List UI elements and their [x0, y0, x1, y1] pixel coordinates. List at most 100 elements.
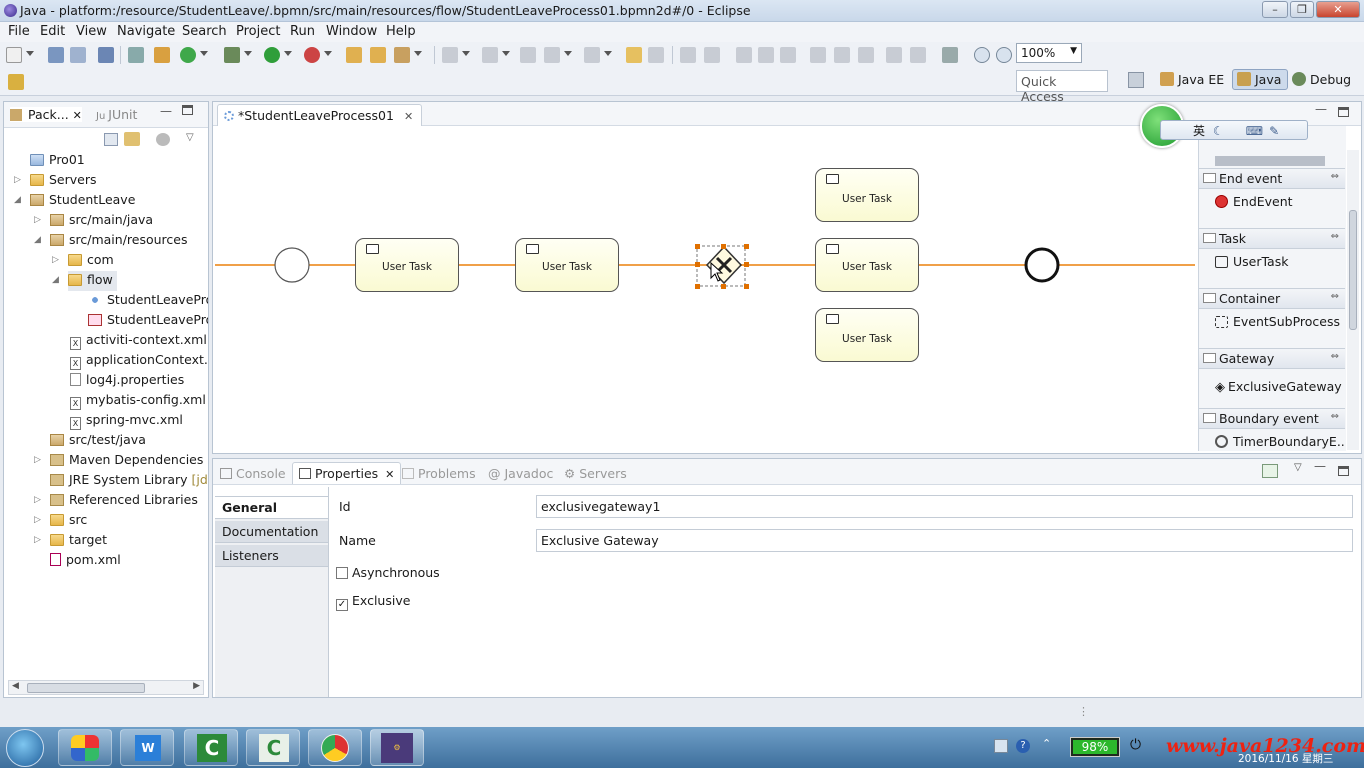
- selection-handle[interactable]: [744, 284, 749, 289]
- search-tool-icon[interactable]: [394, 47, 410, 63]
- paste-icon[interactable]: [704, 47, 720, 63]
- collapse-section-icon[interactable]: ⇔: [1330, 171, 1339, 182]
- tree-item[interactable]: ▷JRE System Library [jdk: [50, 471, 208, 491]
- id-field[interactable]: exclusivegateway1: [536, 495, 1353, 518]
- checkbox-unchecked-icon[interactable]: [336, 567, 348, 579]
- redo-icon[interactable]: [648, 47, 664, 63]
- exclusive-checkbox[interactable]: ✓Exclusive: [336, 593, 411, 611]
- minimize-view-icon[interactable]: —: [1315, 102, 1327, 116]
- tree-item[interactable]: ◢StudentLeave: [14, 192, 136, 207]
- user-task-5[interactable]: User Task: [815, 308, 919, 362]
- checkbox-checked-icon[interactable]: ✓: [336, 599, 348, 611]
- tree-item[interactable]: ▷Servers: [14, 172, 97, 187]
- new-icon[interactable]: [6, 47, 22, 63]
- link-editor-icon[interactable]: [124, 132, 140, 146]
- end-event[interactable]: [1024, 247, 1060, 283]
- run-icon[interactable]: [264, 47, 280, 63]
- minimize-view-icon[interactable]: —: [160, 104, 172, 118]
- user-task-1[interactable]: User Task: [355, 238, 459, 292]
- zoom-out-icon[interactable]: [974, 47, 990, 63]
- maximize-button[interactable]: ❐: [1290, 1, 1314, 18]
- save-icon[interactable]: [48, 47, 64, 63]
- tree-item[interactable]: log4j.properties: [70, 371, 184, 391]
- palette-section-boundary-event[interactable]: Boundary event⇔: [1199, 408, 1345, 429]
- tab-properties[interactable]: Properties ✕: [292, 462, 402, 484]
- view-menu-icon[interactable]: ▽: [1294, 462, 1302, 473]
- collapse-arrow-icon[interactable]: ◢: [52, 275, 59, 285]
- expand-arrow-icon[interactable]: ▷: [34, 215, 41, 225]
- taskbar-app-2[interactable]: W: [120, 729, 174, 766]
- taskbar-app-1[interactable]: [58, 729, 112, 766]
- help-icon[interactable]: ?: [1016, 739, 1030, 753]
- tree-item[interactable]: ◢src/main/resources: [34, 232, 188, 247]
- tree-item[interactable]: StudentLeavePro: [88, 291, 208, 311]
- menu-file[interactable]: File: [8, 24, 30, 39]
- tree-item[interactable]: src/test/java: [50, 431, 146, 451]
- expand-arrow-icon[interactable]: ▷: [34, 535, 41, 545]
- tab-console[interactable]: Console: [220, 466, 286, 481]
- refresh-icon[interactable]: [180, 47, 196, 63]
- tray-expand-icon[interactable]: ⌃: [1042, 737, 1052, 750]
- prop-tab-documentation[interactable]: Documentation: [215, 521, 328, 543]
- palette-section-gateway[interactable]: Gateway⇔: [1199, 348, 1345, 369]
- keyboard-icon[interactable]: ⌨: [1245, 124, 1264, 138]
- back-nav-icon[interactable]: [544, 47, 560, 63]
- selection-handle[interactable]: [744, 244, 749, 249]
- selection-handle[interactable]: [695, 244, 700, 249]
- tree-item[interactable]: ▷Referenced Libraries: [34, 492, 198, 507]
- prop-tab-listeners[interactable]: Listeners: [215, 545, 328, 567]
- expand-arrow-icon[interactable]: ▷: [14, 175, 21, 185]
- palette-scrollbar[interactable]: [1347, 150, 1359, 450]
- collapse-section-icon[interactable]: ⇔: [1330, 291, 1339, 302]
- battery-indicator[interactable]: 98%: [1070, 737, 1120, 757]
- perspective-javaee[interactable]: Java EE: [1160, 72, 1224, 87]
- chevron-down-icon[interactable]: [26, 51, 34, 56]
- tree-item[interactable]: ▷src: [34, 512, 88, 527]
- palette-item-endevent[interactable]: EndEvent: [1215, 194, 1293, 209]
- tab-servers[interactable]: ⚙Servers: [564, 466, 627, 481]
- menu-run[interactable]: Run: [290, 24, 315, 39]
- view-menu-icon[interactable]: ▽: [186, 132, 194, 143]
- menu-edit[interactable]: Edit: [40, 24, 66, 39]
- next-annotation-icon[interactable]: [442, 47, 458, 63]
- minimize-view-icon[interactable]: —: [1314, 459, 1326, 473]
- expand-arrow-icon[interactable]: ▷: [52, 255, 59, 265]
- user-task-4[interactable]: User Task: [815, 238, 919, 292]
- taskbar-app-5[interactable]: [308, 729, 362, 766]
- taskbar-app-6[interactable]: ⚙: [370, 729, 424, 766]
- align-top-icon[interactable]: [810, 47, 826, 63]
- tree-item[interactable]: ▷src/main/java: [34, 212, 154, 227]
- selection-handle[interactable]: [721, 284, 726, 289]
- match-width-icon[interactable]: [886, 47, 902, 63]
- debug-icon[interactable]: [224, 47, 240, 63]
- moon-icon[interactable]: ☾: [1213, 124, 1224, 138]
- quick-access-input[interactable]: Quick Access: [1016, 70, 1108, 104]
- collapse-section-icon[interactable]: ⇔: [1330, 411, 1339, 422]
- pin-view-icon[interactable]: [1262, 464, 1278, 478]
- minimize-button[interactable]: –: [1262, 1, 1288, 18]
- tab-javadoc[interactable]: @Javadoc: [488, 466, 554, 481]
- palette-section-end-event[interactable]: End event⇔: [1199, 168, 1345, 189]
- close-icon[interactable]: ✕: [403, 110, 414, 123]
- debug-tool-icon[interactable]: [128, 47, 144, 63]
- diagram-canvas[interactable]: User Task User Task User Task User Task …: [215, 126, 1195, 452]
- tree-item[interactable]: StudentLeavePro: [88, 311, 208, 331]
- start-event[interactable]: [274, 247, 310, 283]
- focus-icon[interactable]: [156, 133, 170, 146]
- match-height-icon[interactable]: [910, 47, 926, 63]
- close-icon[interactable]: ✕: [72, 109, 82, 122]
- collapse-arrow-icon[interactable]: ◢: [34, 235, 41, 245]
- menu-help[interactable]: Help: [386, 24, 416, 39]
- selection-handle[interactable]: [695, 262, 700, 267]
- zoom-select[interactable]: 100%▼: [1016, 43, 1082, 63]
- maximize-view-icon[interactable]: [182, 105, 193, 115]
- menu-window[interactable]: Window: [326, 24, 378, 39]
- user-task-2[interactable]: User Task: [515, 238, 619, 292]
- tree-item[interactable]: ◢flow: [52, 271, 117, 291]
- back-icon[interactable]: [520, 47, 536, 63]
- collapse-arrow-icon[interactable]: ◢: [14, 195, 21, 205]
- print-icon[interactable]: [98, 47, 114, 63]
